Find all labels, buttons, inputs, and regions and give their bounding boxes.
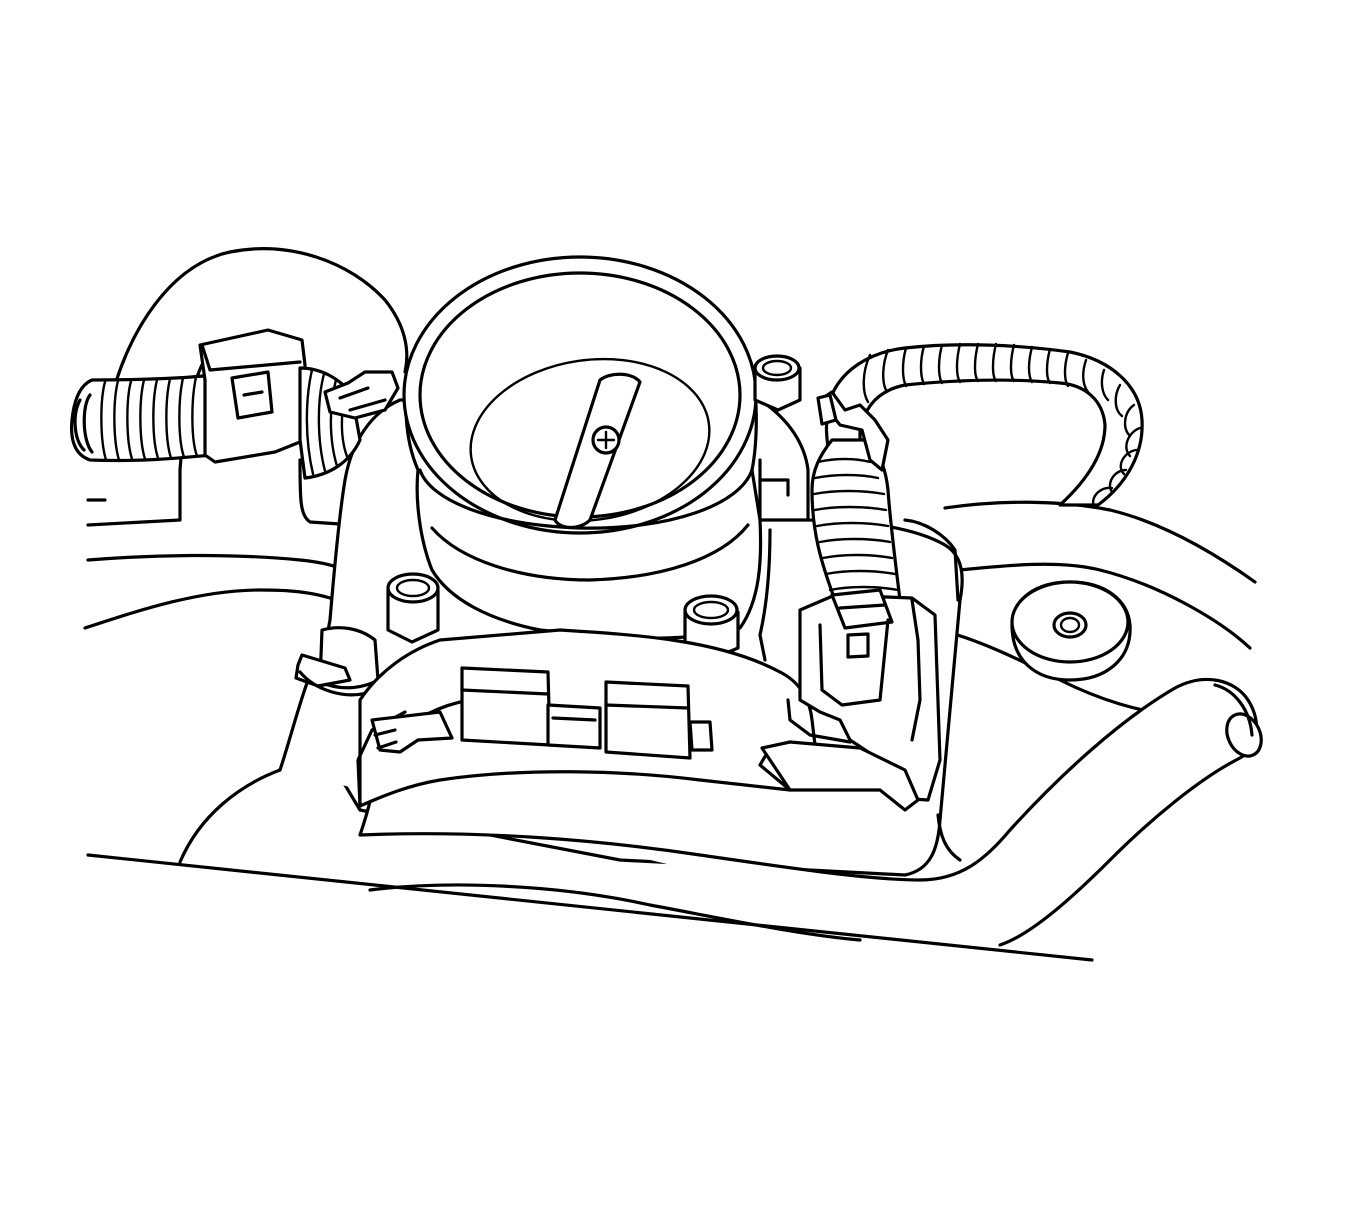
manifold-lower-sweep-2: [368, 883, 862, 942]
throttle-plate: [469, 357, 711, 523]
actuator-terminal-block-right-top: [604, 703, 690, 710]
throttle-bore-band: [418, 468, 754, 530]
actuator-terminal-block-right: [604, 680, 692, 760]
actuator-terminal-block-left-top: [460, 688, 550, 696]
flange-right-recess: [758, 528, 772, 662]
throttle-actuator-housing: [356, 628, 817, 808]
right-harness-loop-ribs: [862, 342, 1142, 508]
actuator-terminal-clip: [688, 720, 714, 752]
connector-body-side: [910, 598, 922, 742]
boss-top: [1010, 580, 1130, 664]
right-harness-down-ribs: [812, 457, 900, 592]
right-harness-clip: [818, 390, 890, 472]
left-harness-end-cut: [73, 393, 94, 454]
manifold-left-box: [298, 458, 357, 527]
manifold-right-curve-2: [958, 562, 1252, 650]
manifold-rear-arch: [110, 247, 409, 397]
actuator-terminal-block-left: [460, 666, 552, 747]
left-harness-loom: [69, 373, 214, 463]
manifold-rear-arch-inner: [86, 468, 182, 527]
boss-threaded-hole-outer: [1052, 611, 1088, 639]
actuator-terminal-bridge-detail: [551, 716, 597, 722]
manifold-right-curve-1: [943, 500, 1257, 584]
connector-body-lower: [786, 698, 852, 744]
left-harness-ribs: [100, 375, 199, 462]
connector-latch-top: [830, 588, 894, 630]
left-harness-clip-detail: [338, 386, 387, 412]
left-hose-clamp: [294, 653, 352, 688]
mounting-bolt-left: [386, 572, 440, 644]
housing-right-lower-outline: [936, 813, 962, 862]
connector-latch-window: [846, 632, 870, 659]
manifold-bottom-line: [86, 853, 1094, 962]
throttle-bore-lower-edge: [430, 523, 750, 582]
manifold-left-curve-2: [83, 588, 332, 630]
actuator-terminal-bridge: [546, 703, 602, 750]
manifold-left-curve-1: [86, 553, 350, 574]
right-harness-loom-down: [810, 438, 902, 602]
manifold-mounting-boss: [1010, 580, 1132, 682]
coolant-hose-end: [1225, 712, 1263, 758]
connector-body-ridge: [818, 618, 890, 707]
boss-threaded-hole-inner: [1059, 616, 1081, 634]
mounting-bolt-upper-right: [753, 354, 802, 412]
flange-notch: [758, 478, 790, 497]
throttle-plate-screw-slot: [596, 430, 616, 450]
coolant-hose-end-rim: [1213, 683, 1254, 737]
actuator-left-tab-detail: [373, 728, 398, 750]
left-connector-top: [200, 343, 302, 372]
throttle-body: [402, 255, 763, 640]
left-harness-clip: [323, 370, 400, 420]
connector-latch-top-line: [838, 603, 887, 610]
right-harness-clip-tab: [816, 393, 838, 426]
housing-right-outline: [903, 518, 960, 602]
right-wiring-harness: [760, 342, 1144, 812]
left-wiring-harness: [69, 328, 400, 480]
manifold-lower-sweep: [178, 768, 282, 864]
left-connector-latch-slot: [242, 390, 264, 397]
connector-foot: [760, 740, 920, 812]
